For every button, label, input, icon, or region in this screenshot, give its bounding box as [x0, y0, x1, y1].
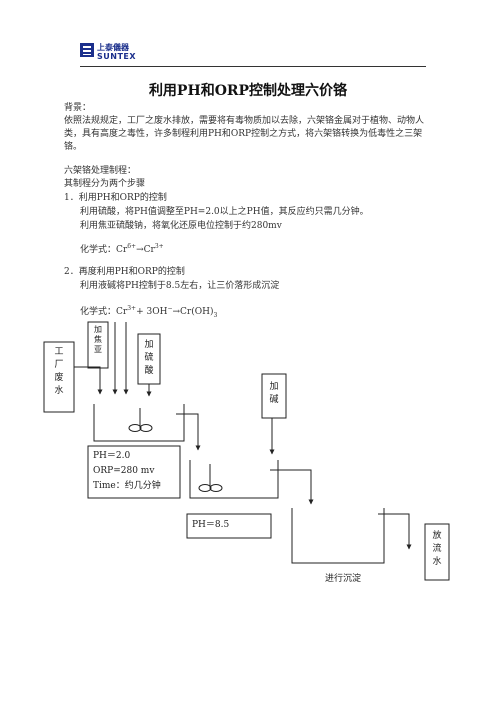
tank1-time-label: Time：约几分钟	[93, 481, 161, 491]
sedimentation-label: 进行沉淀	[325, 574, 362, 584]
step1-formula-a-sup: 6+	[127, 243, 137, 250]
step2-formula-b: Cr(OH)	[180, 307, 214, 317]
tank1-ph-label: PH＝2.0	[93, 451, 131, 461]
tank2-to-tank3-arrow	[270, 469, 314, 505]
step1-formula: 化学式：Cr6+→Cr3+	[80, 240, 164, 257]
add-sulfite-box	[87, 321, 109, 369]
company-logo: 上泰儀器 SUNTEX	[80, 41, 142, 61]
step2-formula-a: Cr	[116, 307, 128, 317]
add-sulfite-label: 加焦亚	[94, 325, 102, 354]
tank1-agitator-blade-right	[139, 424, 153, 432]
step2-formula-b-sub: 3	[213, 311, 218, 319]
add-alkali-label: 加碱	[269, 382, 279, 405]
step2-formula: 化学式：Cr3++ 3OH−→Cr(OH)3	[80, 302, 217, 322]
step2-formula-plus: + 3OH	[136, 307, 168, 317]
tank1-outline	[93, 404, 185, 442]
step2-line1: 利用液碱将PH控制于8.5左右，让三价落形成沉淀	[80, 281, 280, 291]
process-intro: 其制程分为两个步骤	[64, 179, 146, 189]
logo-en-text: SUNTEX	[97, 52, 136, 61]
sedimentation-tank-outline	[291, 508, 385, 564]
step1-line2: 利用焦亚硫酸钠，将氧化还原电位控制于约280mv	[80, 221, 282, 231]
step1-formula-arrow: →	[136, 245, 144, 255]
step1-formula-a: Cr	[116, 245, 128, 255]
discharge-label: 放流水	[432, 531, 442, 567]
tank2-ph-label: PH＝8.5	[192, 520, 230, 530]
tank2-outline	[189, 460, 279, 499]
background-heading: 背景：	[64, 103, 92, 113]
tank2-info-box	[186, 513, 272, 539]
logo-mark-icon: 上泰儀器 SUNTEX	[80, 42, 136, 61]
factory-wastewater-box	[43, 341, 75, 413]
background-paragraph: 依照法规规定，工厂之废水排放，需要将有毒物质加以去除，六架铬金属对于植物、动物人…	[64, 116, 425, 152]
step1-title: 1．利用PH和ORP的控制	[64, 193, 167, 203]
step1-formula-b-sup: 3+	[154, 243, 164, 250]
step1-formula-b: Cr	[143, 245, 155, 255]
tank2-agitator-blade-right	[209, 484, 223, 492]
wastewater-feed-arrow	[74, 366, 103, 395]
step2-formula-label: 化学式：	[80, 307, 117, 317]
tank1-agitator-blade-left	[128, 424, 142, 432]
header-rule	[80, 66, 426, 67]
tank1-info-box	[87, 445, 181, 499]
document-title: 利用PH和ORP控制处理六价铬	[148, 83, 348, 99]
factory-wastewater-label: 工厂废水	[54, 347, 64, 396]
step1-formula-label: 化学式：	[80, 245, 117, 255]
tank1-orp-label: ORP=280 mv	[93, 466, 155, 476]
step2-formula-plus-sup: −	[167, 305, 173, 312]
tank2-agitator-blade-left	[198, 484, 212, 492]
discharge-box	[424, 523, 450, 581]
add-sulfuric-acid-label: 加硫酸	[144, 340, 154, 376]
add-alkali-box	[261, 373, 287, 419]
step2-formula-arrow: →	[172, 307, 181, 317]
tank1-to-tank2-arrow	[176, 413, 201, 451]
logo-cn-text: 上泰儀器	[97, 42, 130, 52]
step2-title: 2．再度利用PH和ORP的控制	[64, 267, 185, 277]
step2-formula-a-sup: 3+	[127, 305, 137, 312]
discharge-arrow	[378, 513, 412, 550]
step1-line1: 利用硫酸，将PH值调整至PH=2.0以上之PH值，其反应约只需几分钟。	[80, 207, 369, 217]
process-heading: 六架铬处理制程：	[64, 166, 137, 176]
